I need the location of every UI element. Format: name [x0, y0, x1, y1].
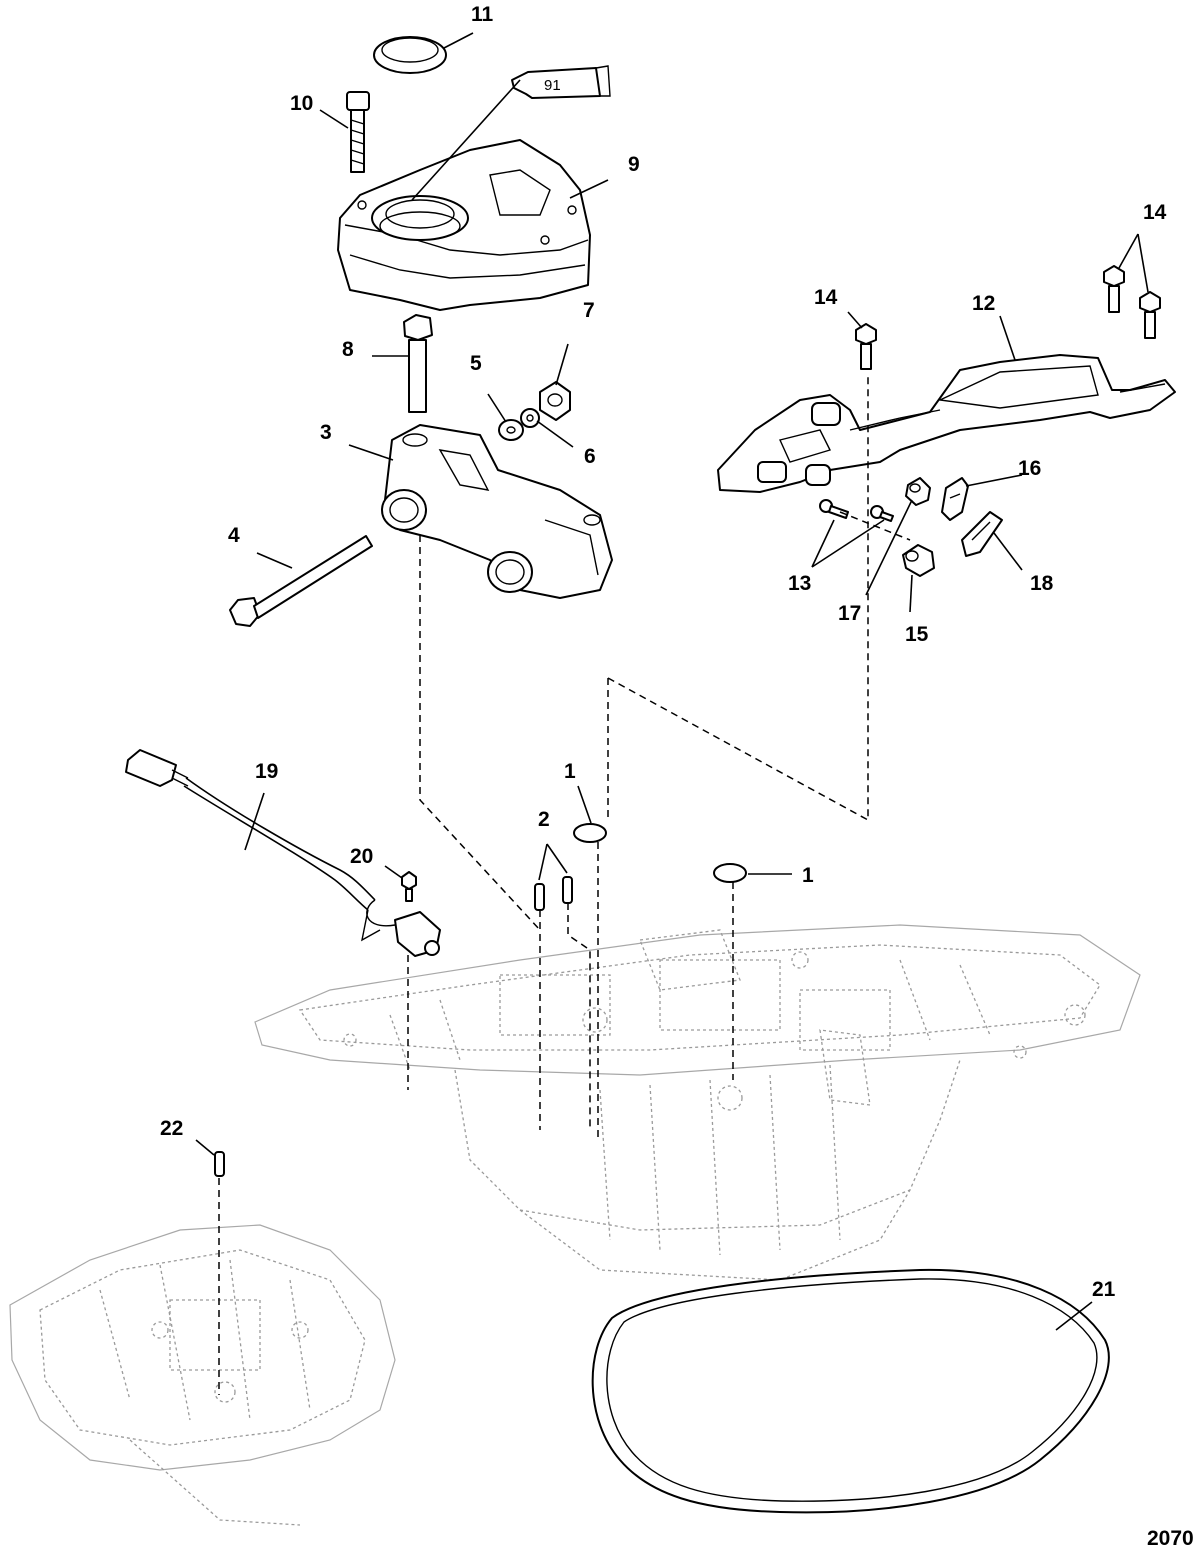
- callout-10: 10: [290, 92, 313, 115]
- sealant-tube-label: 91: [544, 77, 561, 94]
- bracket: [381, 424, 613, 599]
- callout-7: 7: [583, 299, 595, 322]
- o-rings: [573, 823, 747, 883]
- exhaust-seal: [591, 1268, 1110, 1514]
- bushings: [902, 477, 935, 577]
- bolt-14-left: [855, 323, 877, 370]
- callout-6: 6: [584, 445, 596, 468]
- seal: [373, 36, 447, 74]
- callout-21: 21: [1092, 1278, 1116, 1301]
- callout-1-upper: 1: [564, 760, 576, 783]
- dowel-pins: [534, 876, 573, 911]
- screw-20: [401, 871, 417, 902]
- callout-1-lower: 1: [802, 864, 814, 887]
- cover: [337, 139, 591, 311]
- bolt-14-pair: [1103, 265, 1161, 339]
- callout-12: 12: [972, 292, 995, 315]
- bolt-10: [346, 91, 370, 173]
- callout-17: 17: [838, 602, 861, 625]
- adapter-plate: [254, 924, 1141, 1281]
- figure-number: 2070: [1147, 1527, 1194, 1550]
- screws: [819, 499, 894, 522]
- callouts: 11 10 9 14 14 12 7 8 5 3 6 16 4 13 18 17…: [160, 3, 1194, 1550]
- callout-4: 4: [228, 524, 240, 547]
- callout-16: 16: [1018, 457, 1041, 480]
- callout-14-pair: 14: [1143, 201, 1167, 224]
- adapter-plate-inset: [9, 1224, 396, 1526]
- bolt-8: [403, 314, 433, 413]
- callout-2: 2: [538, 808, 550, 831]
- callout-22: 22: [160, 1117, 183, 1140]
- sealant-tube: 91: [511, 65, 611, 99]
- callout-9: 9: [628, 153, 640, 176]
- dowel-pin-22: [214, 1151, 225, 1177]
- clips: [941, 477, 1003, 557]
- callout-18: 18: [1030, 572, 1054, 595]
- callout-3: 3: [320, 421, 332, 444]
- washers-and-nut: [498, 381, 571, 441]
- callout-15: 15: [905, 623, 929, 646]
- leader-lines: [195, 32, 1149, 1331]
- callout-11: 11: [471, 3, 494, 26]
- bolt-4: [229, 535, 373, 627]
- callout-14-left: 14: [814, 286, 838, 309]
- callout-19: 19: [255, 760, 278, 783]
- arm: [717, 354, 1176, 493]
- callout-13: 13: [788, 572, 811, 595]
- callout-20: 20: [350, 845, 373, 868]
- callout-5: 5: [470, 352, 482, 375]
- callout-8: 8: [342, 338, 354, 361]
- sensor-harness: [125, 749, 441, 957]
